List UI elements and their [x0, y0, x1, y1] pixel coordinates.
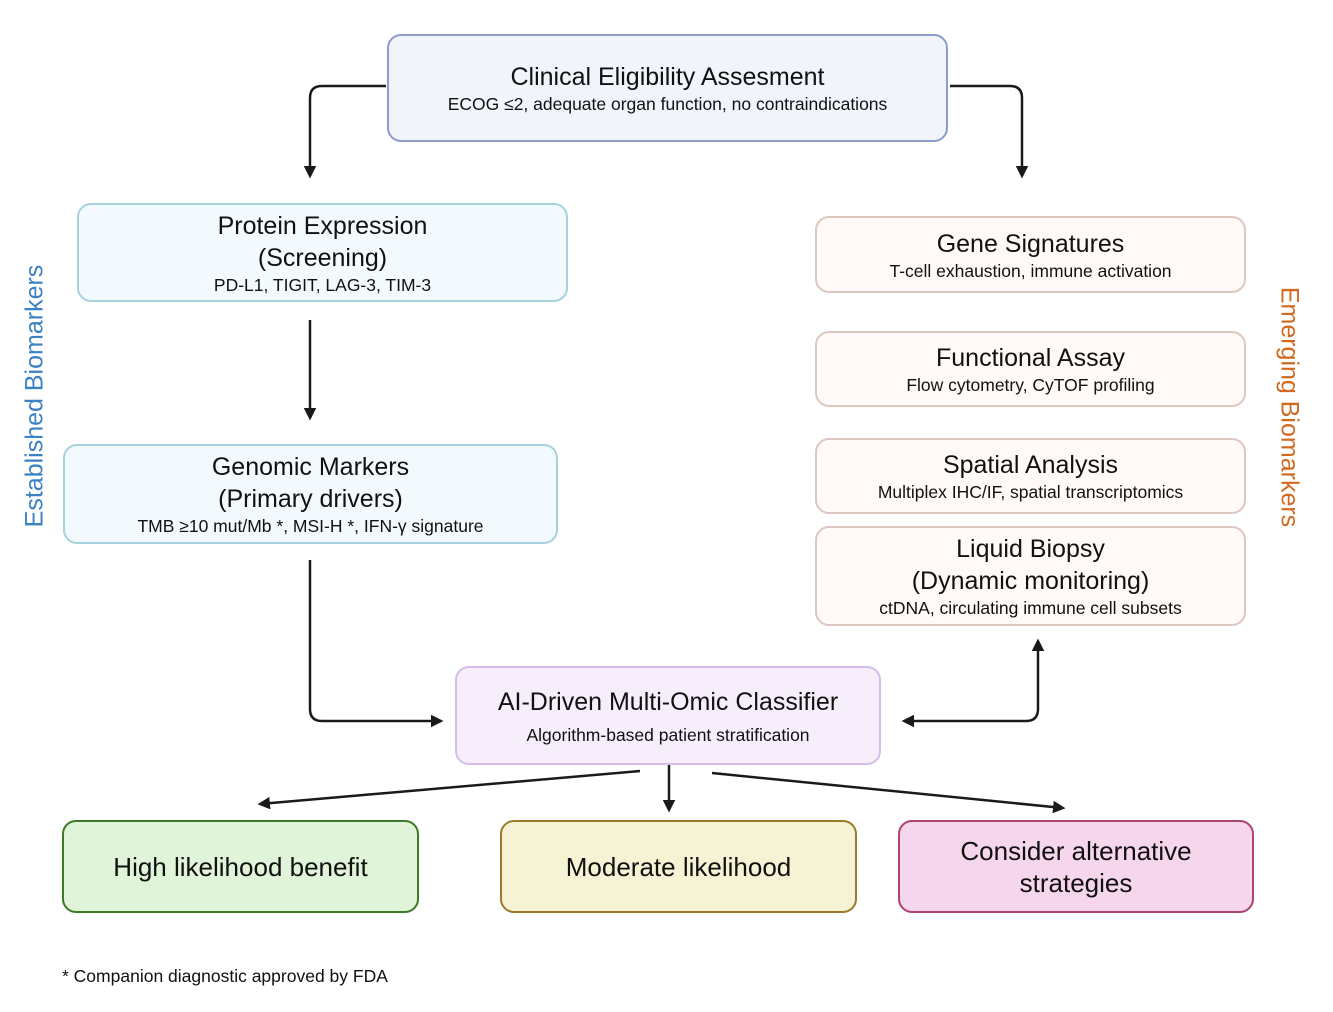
node-subtitle: ECOG ≤2, adequate organ function, no con… — [447, 94, 888, 114]
outcome-alternative-strategies: Consider alternative strategies — [898, 820, 1254, 913]
outcome-label: Moderate likelihood — [565, 851, 792, 882]
node-title: AI-Driven Multi-Omic Classifier — [497, 687, 839, 716]
established-biomarkers-label: Established Biomarkers — [20, 264, 49, 528]
outcome-moderate-likelihood: Moderate likelihood — [500, 820, 857, 913]
node-subtitle: PD-L1, TIGIT, LAG-3, TIM-3 — [213, 274, 432, 295]
node-subtitle: T-cell exhaustion, immune activation — [889, 260, 1172, 281]
node-title-line-2: (Primary drivers) — [218, 485, 403, 513]
functional-assay-node: Functional Assay Flow cytometry, CyTOF p… — [815, 331, 1246, 407]
node-subtitle: TMB ≥10 mut/Mb *, MSI-H *, IFN-γ signatu… — [137, 516, 484, 536]
ai-classifier-node: AI-Driven Multi-Omic Classifier Algorith… — [455, 666, 881, 765]
spatial-analysis-node: Spatial Analysis Multiplex IHC/IF, spati… — [815, 438, 1246, 514]
arrow-classifier-liquid-biopsy-bidirectional — [901, 638, 1045, 728]
node-subtitle: ctDNA, circulating immune cell subsets — [879, 598, 1182, 618]
arrow-eligibility-to-protein — [303, 84, 386, 179]
outcome-label-line-1: Consider alternative — [960, 835, 1192, 866]
arrow-classifier-to-alternative — [711, 771, 1066, 814]
genomic-markers-node: Genomic Markers (Primary drivers) TMB ≥1… — [63, 444, 558, 544]
node-title-line-2: (Dynamic monitoring) — [911, 567, 1150, 595]
outcome-high-likelihood: High likelihood benefit — [62, 820, 419, 913]
protein-expression-node: Protein Expression (Screening) PD-L1, TI… — [77, 203, 568, 302]
node-title-line-1: Protein Expression — [217, 211, 428, 240]
node-title-line-1: Liquid Biopsy — [956, 535, 1105, 563]
arrow-eligibility-to-gene-signatures — [950, 84, 1029, 179]
node-title-line-1: Genomic Markers — [211, 453, 410, 481]
emerging-biomarkers-label: Emerging Biomarkers — [1275, 286, 1304, 528]
node-title: Functional Assay — [936, 344, 1125, 372]
liquid-biopsy-node: Liquid Biopsy (Dynamic monitoring) ctDNA… — [815, 526, 1246, 626]
gene-signatures-node: Gene Signatures T-cell exhaustion, immun… — [815, 216, 1246, 293]
outcome-label: High likelihood benefit — [113, 851, 368, 882]
outcome-label-line-2: strategies — [1019, 867, 1133, 898]
node-title-line-2: (Screening) — [257, 243, 388, 272]
clinical-eligibility-node: Clinical Eligibility Assesment ECOG ≤2, … — [387, 34, 948, 142]
arrow-genomic-to-classifier — [308, 560, 444, 728]
node-title: Gene Signatures — [936, 229, 1125, 258]
node-subtitle: Multiplex IHC/IF, spatial transcriptomic… — [877, 482, 1184, 502]
node-subtitle: Algorithm-based patient stratification — [526, 724, 810, 745]
node-title: Spatial Analysis — [942, 451, 1119, 479]
arrow-classifier-to-high — [257, 769, 641, 810]
node-title: Clinical Eligibility Assesment — [510, 63, 825, 91]
node-subtitle: Flow cytometry, CyTOF profiling — [906, 375, 1155, 395]
footnote: * Companion diagnostic approved by FDA — [62, 966, 388, 986]
